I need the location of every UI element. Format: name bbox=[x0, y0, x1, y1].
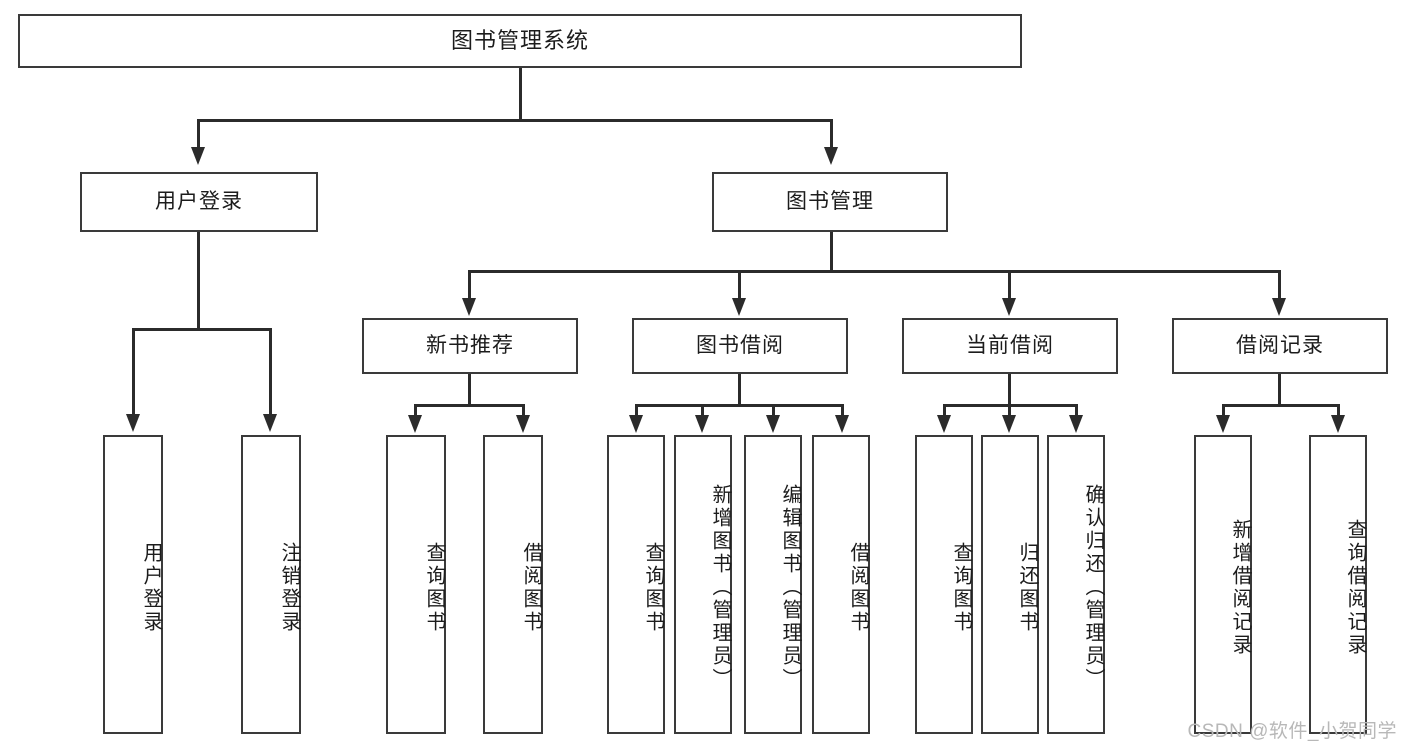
arrow-current-to-query bbox=[937, 415, 951, 433]
node-book-borrow[interactable]: 图书借阅 bbox=[632, 318, 848, 374]
node-label: 借阅图书 bbox=[520, 541, 542, 634]
connector-current-stem bbox=[1008, 374, 1011, 406]
node-new-book-recommend[interactable]: 新书推荐 bbox=[362, 318, 578, 374]
connector-current-2 bbox=[1008, 404, 1011, 417]
arrow-login-to-logout bbox=[263, 414, 277, 432]
node-book-management[interactable]: 图书管理 bbox=[712, 172, 948, 232]
connector-bookmgmt-to-records bbox=[1278, 270, 1281, 300]
connector-root-bar bbox=[197, 119, 832, 122]
connector-newbook-r bbox=[522, 404, 525, 417]
node-label: 当前借阅 bbox=[966, 334, 1054, 358]
node-label: 查询图书 bbox=[423, 541, 445, 634]
connector-records-l bbox=[1222, 404, 1225, 417]
arrow-bookmgmt-to-records bbox=[1272, 298, 1286, 316]
node-label: 新增借阅记录 bbox=[1229, 518, 1251, 657]
node-label: 归还图书 bbox=[1016, 541, 1038, 634]
node-current-borrow[interactable]: 当前借阅 bbox=[902, 318, 1118, 374]
connector-borrow-2 bbox=[701, 404, 704, 417]
arrow-newbook-to-borrow bbox=[516, 415, 530, 433]
leaf-newbook-borrow-book[interactable]: 借阅图书 bbox=[483, 435, 543, 734]
node-label: 新增图书（管理员） bbox=[709, 484, 731, 691]
connector-borrow-3 bbox=[772, 404, 775, 417]
arrow-root-to-login bbox=[191, 147, 205, 165]
connector-login-left bbox=[132, 328, 135, 416]
leaf-user-login[interactable]: 用户登录 bbox=[103, 435, 163, 734]
arrow-borrow-to-lend bbox=[835, 415, 849, 433]
node-label: 查询图书 bbox=[950, 541, 972, 634]
connector-bookmgmt-bar bbox=[468, 270, 1280, 273]
node-label: 图书管理系统 bbox=[450, 27, 589, 53]
node-label: 借阅记录 bbox=[1236, 334, 1324, 358]
connector-records-stem bbox=[1278, 374, 1281, 406]
node-label: 图书管理 bbox=[786, 190, 874, 214]
arrow-bookmgmt-to-newbook bbox=[462, 298, 476, 316]
connector-records-r bbox=[1337, 404, 1340, 417]
node-label: 确认归还（管理员） bbox=[1082, 484, 1104, 691]
node-label: 图书借阅 bbox=[696, 334, 784, 358]
connector-root-to-login bbox=[197, 119, 200, 149]
arrow-records-to-query bbox=[1331, 415, 1345, 433]
node-root-system[interactable]: 图书管理系统 bbox=[18, 14, 1022, 68]
node-borrow-records[interactable]: 借阅记录 bbox=[1172, 318, 1388, 374]
leaf-records-query-record[interactable]: 查询借阅记录 bbox=[1309, 435, 1367, 734]
arrow-current-to-confirm bbox=[1069, 415, 1083, 433]
node-label: 注销登录 bbox=[278, 541, 300, 634]
connector-bookmgmt-stem bbox=[830, 232, 833, 272]
leaf-current-query-book[interactable]: 查询图书 bbox=[915, 435, 973, 734]
leaf-user-logout[interactable]: 注销登录 bbox=[241, 435, 301, 734]
arrow-newbook-to-query bbox=[408, 415, 422, 433]
connector-current-3 bbox=[1075, 404, 1078, 417]
connector-newbook-bar bbox=[414, 404, 524, 407]
leaf-records-add-record[interactable]: 新增借阅记录 bbox=[1194, 435, 1252, 734]
node-label: 用户登录 bbox=[155, 190, 243, 214]
arrow-bookmgmt-to-current bbox=[1002, 298, 1016, 316]
node-label: 用户登录 bbox=[140, 541, 162, 634]
leaf-current-return-book[interactable]: 归还图书 bbox=[981, 435, 1039, 734]
node-label: 借阅图书 bbox=[847, 541, 869, 634]
arrow-borrow-to-add bbox=[695, 415, 709, 433]
connector-newbook-l bbox=[414, 404, 417, 417]
arrow-root-to-bookmgmt bbox=[824, 147, 838, 165]
arrow-login-to-user-login bbox=[126, 414, 140, 432]
connector-borrow-bar bbox=[635, 404, 843, 407]
leaf-newbook-query-book[interactable]: 查询图书 bbox=[386, 435, 446, 734]
connector-login-bar bbox=[132, 328, 270, 331]
arrow-records-to-add bbox=[1216, 415, 1230, 433]
connector-bookmgmt-to-borrow bbox=[738, 270, 741, 300]
leaf-current-confirm-return[interactable]: 确认归还（管理员） bbox=[1047, 435, 1105, 734]
connector-login-stem bbox=[197, 232, 200, 330]
arrow-borrow-to-query bbox=[629, 415, 643, 433]
connector-borrow-stem bbox=[738, 374, 741, 406]
leaf-borrow-edit-book[interactable]: 编辑图书（管理员） bbox=[744, 435, 802, 734]
node-user-login[interactable]: 用户登录 bbox=[80, 172, 318, 232]
node-label: 查询借阅记录 bbox=[1344, 518, 1366, 657]
connector-records-bar bbox=[1222, 404, 1338, 407]
leaf-borrow-add-book[interactable]: 新增图书（管理员） bbox=[674, 435, 732, 734]
connector-borrow-4 bbox=[841, 404, 844, 417]
arrow-bookmgmt-to-borrow bbox=[732, 298, 746, 316]
connector-bookmgmt-to-newbook bbox=[468, 270, 471, 300]
connector-newbook-stem bbox=[468, 374, 471, 406]
leaf-borrow-lend-book[interactable]: 借阅图书 bbox=[812, 435, 870, 734]
node-label: 编辑图书（管理员） bbox=[779, 484, 801, 691]
arrow-current-to-return bbox=[1002, 415, 1016, 433]
connector-root-to-bookmgmt bbox=[830, 119, 833, 149]
connector-bookmgmt-to-current bbox=[1008, 270, 1011, 300]
connector-login-right bbox=[269, 328, 272, 416]
arrow-borrow-to-edit bbox=[766, 415, 780, 433]
node-label: 新书推荐 bbox=[426, 334, 514, 358]
connector-borrow-1 bbox=[635, 404, 638, 417]
connector-root-stem bbox=[519, 68, 522, 120]
node-label: 查询图书 bbox=[642, 541, 664, 634]
connector-current-1 bbox=[943, 404, 946, 417]
leaf-borrow-query-book[interactable]: 查询图书 bbox=[607, 435, 665, 734]
